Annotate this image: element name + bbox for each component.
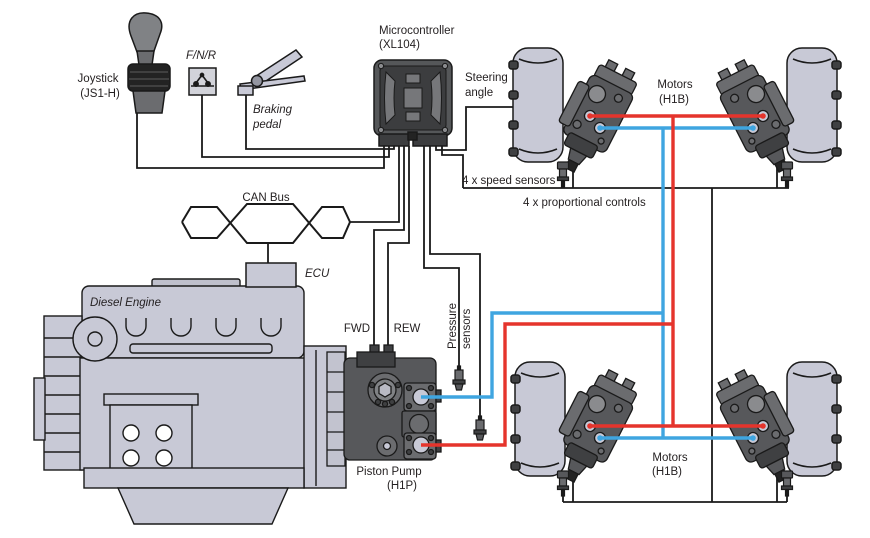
pressure-sensor-2	[473, 415, 487, 441]
microcontroller-label-line2: (XL104)	[379, 39, 420, 51]
speed-sensor-front-left	[556, 161, 570, 188]
wire-fnr	[201, 95, 390, 158]
wire-rew	[387, 146, 410, 347]
labels: Joystick (JS1-H) F/N/R Braking pedal Mic…	[78, 25, 693, 492]
pressure-sensor-1	[452, 365, 466, 391]
tire-front-right	[786, 47, 842, 163]
wire-speed-feed	[441, 146, 464, 188]
piston-pump-label-line2: (H1P)	[387, 480, 417, 492]
front-sensor-risers	[562, 166, 788, 188]
wire-can	[350, 146, 400, 223]
ecu-label: ECU	[305, 268, 330, 280]
motors-rear-label-line2: (H1B)	[652, 466, 682, 478]
rear-sensor-risers	[562, 477, 788, 502]
diesel-engine-illustration	[33, 278, 347, 525]
tire-rear-left	[510, 361, 566, 477]
braking-pedal-label-line1: Braking	[253, 104, 293, 116]
fnr-label: F/N/R	[186, 50, 216, 62]
wire-braking-pedal	[245, 92, 395, 150]
joystick-label-line1: Joystick	[78, 73, 119, 85]
braking-pedal-label-line2: pedal	[252, 119, 282, 131]
microcontroller-label-line1: Microcontroller	[379, 25, 455, 37]
fnr-switch-box	[188, 67, 217, 96]
steering-angle-label-line2: angle	[465, 87, 493, 99]
speed-sensor-front-right	[780, 161, 794, 188]
joystick-illustration	[127, 12, 171, 114]
tire-rear-right	[786, 361, 842, 477]
proportional-controls-label: 4 x proportional controls	[523, 197, 646, 209]
motors-rear-label-line1: Motors	[652, 452, 687, 464]
tire-front-left	[508, 47, 564, 163]
wire-pressure-sensor-2	[429, 146, 481, 416]
speed-sensor-rear-left	[556, 470, 570, 497]
wire-fwd	[373, 146, 405, 347]
pressure-sensors-label-line1: Pressure	[447, 303, 459, 349]
joystick-label-line2: (JS1-H)	[80, 88, 120, 100]
fwd-label: FWD	[344, 323, 370, 335]
wire-pressure-sensor-1	[423, 146, 460, 366]
signal-wires	[136, 92, 789, 503]
steering-angle-label-line1: Steering	[465, 72, 508, 84]
piston-pump-illustration	[326, 344, 442, 467]
hydraulic-line-red	[421, 114, 763, 447]
ecu-box	[245, 262, 297, 288]
can-bus-label: CAN Bus	[242, 192, 290, 204]
hydraulic-port-dots	[587, 113, 766, 441]
microcontroller-illustration	[373, 59, 453, 147]
piston-pump-label-line1: Piston Pump	[356, 466, 421, 478]
motors-front-label-line1: Motors	[657, 79, 692, 91]
diesel-engine-label: Diesel Engine	[90, 297, 161, 309]
pressure-sensors-label-line2: sensors	[461, 308, 473, 349]
wire-steering-angle	[435, 106, 513, 151]
motors-front-label-line2: (H1B)	[659, 94, 689, 106]
speed-sensors-label: 4 x speed sensors	[462, 175, 556, 187]
can-bus-symbol	[181, 203, 351, 244]
hydraulic-line-blue	[421, 126, 753, 440]
speed-sensor-rear-right	[780, 470, 794, 497]
braking-pedal-illustration	[237, 49, 306, 96]
rew-label: REW	[394, 323, 421, 335]
